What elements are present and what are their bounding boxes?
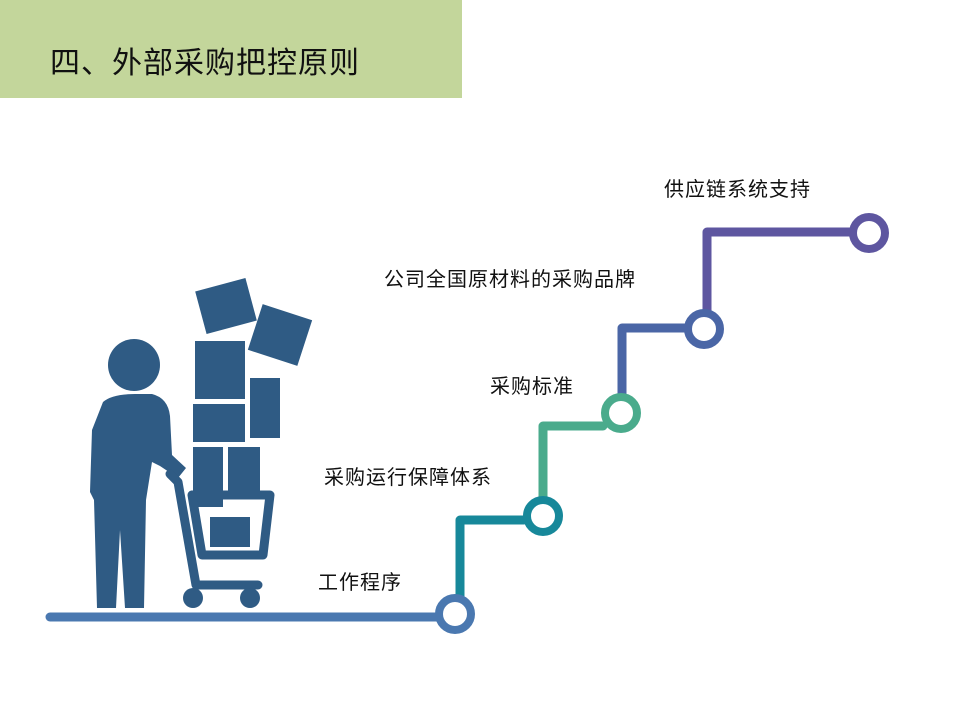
step-label-1: 工作程序 <box>318 570 402 594</box>
shopper-icon <box>90 278 313 608</box>
step-nodes <box>435 213 889 634</box>
stair-segment-2 <box>538 421 608 503</box>
staircase <box>45 227 857 622</box>
page-title: 四、外部采购把控原则 <box>50 46 360 81</box>
step-node-2 <box>523 496 563 536</box>
shopping-cart-icon <box>165 469 275 608</box>
header-band <box>0 0 462 98</box>
stair-segment-1 <box>455 515 529 603</box>
step-node-3 <box>601 393 641 433</box>
step-label-5: 供应链系统支持 <box>664 177 811 201</box>
step-node-4 <box>684 309 724 349</box>
step-label-2: 采购运行保障体系 <box>324 465 492 489</box>
step-node-5 <box>849 213 889 253</box>
stair-segment-4 <box>702 227 857 315</box>
step-node-1 <box>435 594 475 634</box>
step-label-4: 公司全国原材料的采购品牌 <box>384 267 636 291</box>
stair-segment-3 <box>617 323 691 400</box>
step-label-3: 采购标准 <box>490 374 574 398</box>
